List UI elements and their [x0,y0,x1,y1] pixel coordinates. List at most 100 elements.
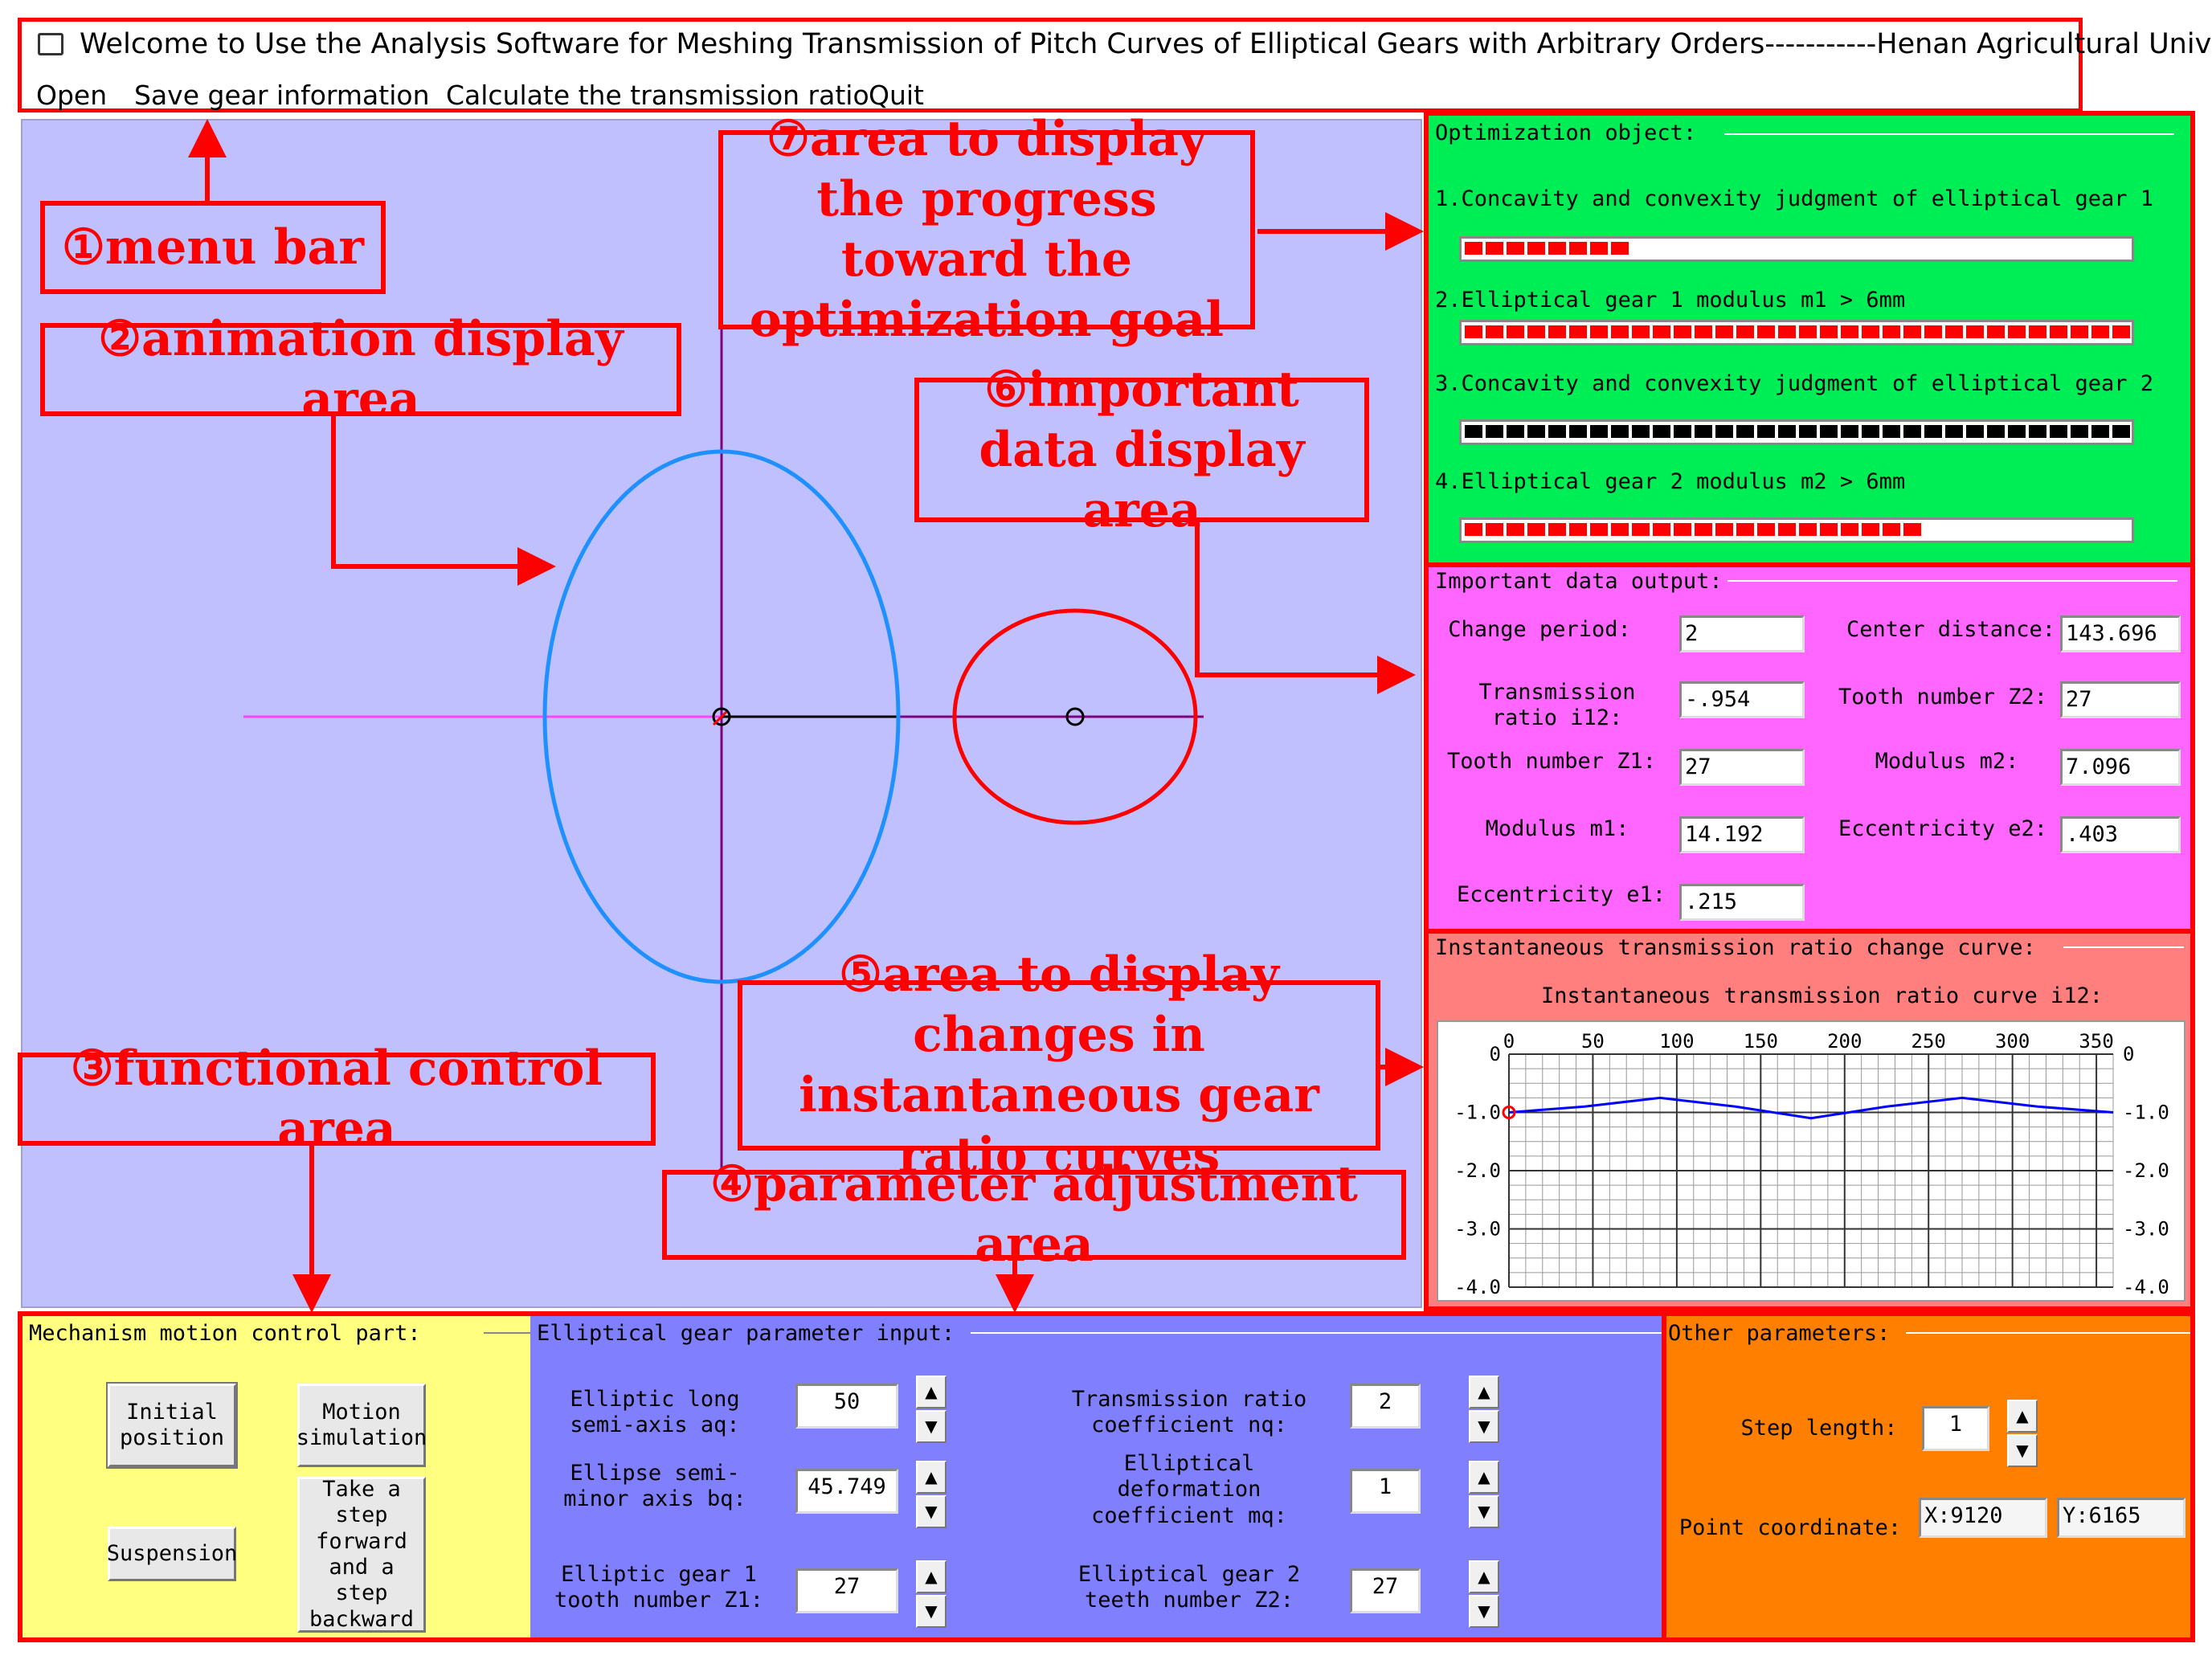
progress-segment [1486,523,1503,536]
chevron-down-icon[interactable]: ▼ [2007,1434,2038,1467]
progress-segment [1653,325,1670,338]
suspension-button[interactable]: Suspension [107,1527,237,1581]
gear-1-tooth-number-input[interactable]: 27 [795,1568,898,1613]
eccentricity-e1-label: Eccentricity e1: [1456,882,1666,907]
change-period-field[interactable]: 2 [1679,615,1805,652]
chevron-down-icon[interactable]: ▼ [1469,1595,1499,1628]
important-data-panel: Important data output: Change period: 2 … [1424,562,2195,934]
progress-segment [2091,425,2109,438]
progress-segment [1632,523,1650,536]
transmission-ratio-coefficient-input[interactable]: 2 [1350,1384,1421,1429]
chevron-up-icon[interactable]: ▲ [2007,1400,2038,1433]
progress-segment [1924,425,1942,438]
callout-control-area: ③functional control area [18,1040,656,1157]
progress-segment [1778,425,1796,438]
chevron-up-icon[interactable]: ▲ [916,1376,947,1408]
eccentricity-e2-field[interactable]: .403 [2060,816,2181,853]
progress-segment [1820,425,1838,438]
progress-segment [1799,425,1817,438]
long-semi-axis-spinner[interactable]: ▲▼ [916,1376,947,1445]
progress-segment [2071,425,2088,438]
long-semi-axis-input[interactable]: 50 [795,1384,898,1429]
chevron-down-icon[interactable]: ▼ [1469,1495,1499,1528]
chevron-up-icon[interactable]: ▲ [1469,1560,1499,1593]
semi-minor-axis-spinner[interactable]: ▲▼ [916,1461,947,1530]
progress-segment [1590,523,1608,536]
step-length-input[interactable]: 1 [1922,1406,1989,1451]
step-length-spinner[interactable]: ▲▼ [2007,1400,2038,1469]
progress-segment [2008,425,2026,438]
menu-open[interactable]: Open [36,80,108,111]
progress-segment [1632,325,1650,338]
y-tick-label-left: -4.0 [1454,1276,1501,1298]
other-parameters-panel: Other parameters: Step length: 1 ▲▼ Poin… [1662,1311,2195,1642]
y-tick-label-left: 0 [1490,1043,1501,1065]
window-title: Welcome to Use the Analysis Software for… [80,28,2212,60]
chevron-up-icon[interactable]: ▲ [1469,1376,1499,1408]
progress-segment [1987,425,2005,438]
progress-segment [2008,325,2026,338]
optimization-item-2-label: 2.Elliptical gear 1 modulus m1 > 6mm [1435,288,1906,313]
progress-segment [1799,523,1817,536]
progress-segment [1527,242,1545,255]
progress-segment [1674,425,1691,438]
arrow-important-data [1195,521,1416,694]
deformation-coefficient-input[interactable]: 1 [1350,1469,1421,1514]
menu-quit[interactable]: Quit [869,80,924,111]
gear-2-teeth-number-spinner[interactable]: ▲▼ [1469,1560,1499,1629]
transmission-ratio-coefficient-spinner[interactable]: ▲▼ [1469,1376,1499,1445]
motion-simulation-button[interactable]: Motion simulation [296,1384,427,1467]
progress-segment [1841,523,1858,536]
optimization-title: Optimization object: [1435,121,1697,145]
progress-segment [2050,325,2067,338]
curve-chart-title: Instantaneous transmission ratio curve i… [1541,983,2103,1008]
gear-1-tooth-number-spinner[interactable]: ▲▼ [916,1560,947,1629]
tooth-number-z2-field[interactable]: 27 [2060,681,2181,718]
chevron-up-icon[interactable]: ▲ [916,1560,947,1593]
y-tick-label-right: 0 [2123,1043,2134,1065]
chevron-up-icon[interactable]: ▲ [1469,1461,1499,1494]
progress-segment [2112,425,2130,438]
chevron-down-icon[interactable]: ▼ [916,1495,947,1528]
tooth-number-z1-field[interactable]: 27 [1679,749,1805,786]
semi-minor-axis-input[interactable]: 45.749 [795,1469,898,1514]
progress-segment [1611,523,1629,536]
parameter-panel: Elliptical gear parameter input: Ellipti… [530,1311,1666,1642]
modulus-m1-field[interactable]: 14.192 [1679,816,1805,853]
modulus-m2-field[interactable]: 7.096 [2060,749,2181,786]
progress-segment [1632,425,1650,438]
panel-divider [484,1332,532,1334]
x-tick-label: 150 [1744,1030,1778,1053]
progress-segment [1507,425,1524,438]
progress-segment [1883,425,1900,438]
curve-panel-title: Instantaneous transmission ratio change … [1435,935,2036,960]
elliptical-gear-1 [542,449,901,984]
eccentricity-e1-field[interactable]: .215 [1679,884,1805,921]
callout-menu-bar: ①menu bar [40,201,386,294]
important-data-title: Important data output: [1435,569,1723,594]
progress-segment [1674,325,1691,338]
progress-segment [1903,325,1921,338]
progress-segment [1486,425,1503,438]
progress-segment [1507,242,1524,255]
menu-calculate-transmission-ratio[interactable]: Calculate the transmission ratio [446,80,869,111]
deformation-coefficient-spinner[interactable]: ▲▼ [1469,1461,1499,1530]
progress-segment [1507,325,1524,338]
chevron-down-icon[interactable]: ▼ [916,1595,947,1628]
gear-2-teeth-number-label: Elliptical gear 2 teeth number Z2: [1077,1562,1301,1613]
chevron-down-icon[interactable]: ▼ [1469,1410,1499,1443]
progress-segment [1569,425,1587,438]
panel-divider [1727,580,2177,582]
transmission-ratio-field[interactable]: -.954 [1679,681,1805,718]
chevron-down-icon[interactable]: ▼ [916,1410,947,1443]
center-distance-field[interactable]: 143.696 [2060,615,2181,652]
progress-segment [2071,325,2088,338]
gear-2-teeth-number-input[interactable]: 27 [1350,1568,1421,1613]
menu-save-gear-information[interactable]: Save gear information [134,80,430,111]
x-tick-label: 0 [1503,1030,1515,1053]
progress-segment [1778,325,1796,338]
step-forward-backward-button[interactable]: Take a step forward and a step backward [297,1477,426,1633]
progress-segment [1611,325,1629,338]
initial-position-button[interactable]: Initial position [106,1382,238,1469]
chevron-up-icon[interactable]: ▲ [916,1461,947,1494]
